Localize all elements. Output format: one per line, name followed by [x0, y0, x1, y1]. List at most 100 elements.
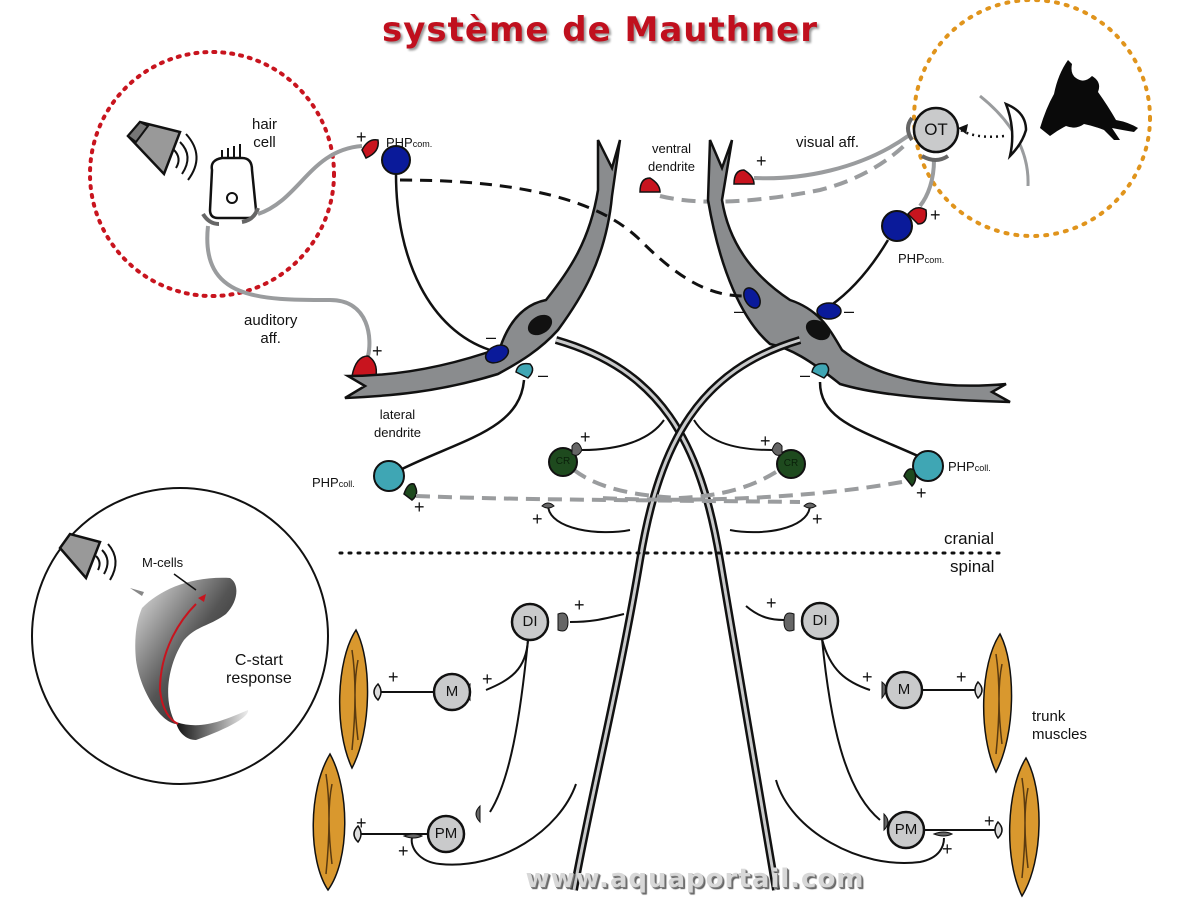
axon-collateral-right-loop [729, 505, 811, 534]
sign-minus: – [844, 301, 855, 321]
sign-plus: + [356, 127, 367, 147]
label-hair-cell: hair cell [252, 116, 278, 151]
sign-plus: + [760, 431, 771, 451]
node-m-right: M [897, 681, 911, 698]
cr-left-dashed [572, 468, 681, 500]
speaker-small-icon [58, 532, 117, 581]
cr-left-input [581, 419, 665, 451]
label-c-start-response: C-start response [226, 652, 292, 687]
sign-plus: + [766, 593, 777, 613]
php-coll-right-neuron [912, 450, 944, 482]
hair-cell-icon [201, 144, 260, 226]
sign-minus: – [538, 365, 549, 385]
mauthner-cell-right [706, 139, 1011, 404]
sign-plus: + [956, 667, 967, 687]
trunk-muscle-left-upper [338, 628, 369, 770]
fish-c-start-icon [130, 577, 249, 740]
php-com-right-axon [829, 239, 890, 308]
php-com-right-synapse [816, 302, 842, 320]
label-php-com-left: PHPcom. [386, 134, 432, 153]
php-com-left-axon [394, 173, 491, 352]
label-auditory-aff: auditory aff. [244, 312, 298, 347]
php-com-crossed-synapse [743, 287, 761, 309]
sign-plus: + [756, 151, 767, 171]
sign-plus: + [372, 341, 383, 361]
arrow-head-icon [958, 124, 968, 134]
ot-synapse-php [906, 207, 928, 225]
label-php-coll-left: PHPcoll. [312, 474, 355, 493]
sign-plus: + [356, 813, 367, 833]
node-m-left: M [445, 683, 459, 700]
sign-plus: + [812, 509, 823, 529]
sign-plus: + [574, 595, 585, 615]
mauthner-cell-left [343, 139, 622, 400]
auditory-synapse-lateral [351, 355, 378, 377]
php-com-right-neuron [881, 210, 913, 242]
cr-right-input [693, 419, 773, 451]
php-com-left-crossing [399, 178, 745, 298]
php-coll-right-text: PHP [948, 459, 975, 474]
php-coll-left-sub: coll. [338, 479, 355, 489]
label-php-com-right: PHPcom. [898, 250, 944, 269]
node-pm-right: PM [894, 821, 918, 838]
php-com-left-sub: com. [412, 139, 433, 149]
auditory-stimulus-ring [88, 50, 336, 298]
speaker-icon [126, 120, 198, 181]
sign-plus: + [942, 839, 953, 859]
label-trunk-muscles: trunk muscles [1032, 708, 1088, 743]
auditory-afferent-lower [205, 225, 372, 357]
bird-silhouette-icon [1040, 60, 1138, 140]
eye-icon [1003, 101, 1028, 160]
trunk-muscle-right-upper [982, 632, 1013, 774]
node-di-right: DI [812, 612, 828, 629]
spinal-circuit-left [353, 602, 625, 866]
cr-right-dashed [679, 470, 778, 500]
php-coll-right-sub: coll. [974, 463, 991, 473]
visual-synapse-right [733, 169, 755, 185]
visual-stimulus-ring [912, 0, 1152, 238]
visual-afferent [753, 134, 910, 181]
auditory-synapse-php [361, 138, 379, 159]
node-ot: OT [924, 120, 948, 139]
ot-neuron [906, 106, 960, 162]
axon-collateral-left-loop [547, 505, 631, 534]
watermark: www.aquaportail.com [525, 864, 865, 894]
spinal-circuit-right [745, 601, 1003, 864]
cr-left-neuron [548, 447, 578, 477]
label-visual-aff: visual aff. [796, 134, 860, 151]
page-title: système de Mauthner [382, 10, 818, 50]
sign-plus: + [532, 509, 543, 529]
sign-plus: + [580, 427, 591, 447]
label-spinal: spinal [950, 557, 995, 576]
cr-right-neuron [776, 449, 806, 479]
php-coll-left-green-synapse [403, 482, 418, 501]
php-com-right-text: PHP [898, 251, 925, 266]
sign-plus: + [916, 483, 927, 503]
php-coll-left-neuron [373, 460, 405, 492]
label-php-coll-right: PHPcoll. [948, 458, 991, 477]
php-com-left-synapse [484, 344, 510, 364]
sign-plus: + [862, 667, 873, 687]
sign-plus: + [930, 205, 941, 225]
php-coll-left-text: PHP [312, 475, 339, 490]
m-cells-pointer [173, 573, 197, 591]
visual-afferent-dashed [659, 140, 910, 204]
auditory-afferent-upper [257, 144, 363, 216]
php-com-left-text: PHP [386, 135, 413, 150]
php-coll-right-synapse [811, 362, 830, 379]
mauthner-nucleus-right [805, 319, 831, 341]
node-cr-right: CR [783, 458, 799, 469]
sign-minus: – [734, 301, 745, 321]
node-di-left: DI [522, 613, 538, 630]
sign-minus: – [800, 365, 811, 385]
php-com-right-sub: com. [924, 255, 945, 265]
node-pm-left: PM [434, 825, 458, 842]
sign-plus: + [414, 497, 425, 517]
php-coll-left-axon [399, 379, 526, 472]
php-coll-left-synapse [515, 362, 534, 379]
visual-synapse-left [639, 177, 661, 193]
mauthner-nucleus-left [527, 314, 553, 336]
ot-to-php-fiber [918, 159, 936, 208]
